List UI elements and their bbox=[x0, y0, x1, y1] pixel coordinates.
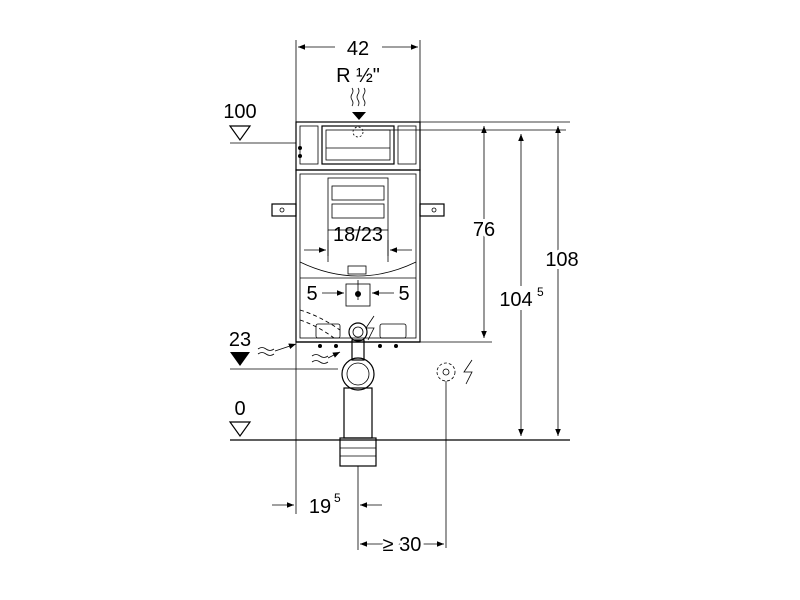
offset-right-label: 5 bbox=[398, 283, 409, 305]
level-23-marker: 23 bbox=[229, 329, 338, 370]
dim-76: 76 bbox=[420, 125, 498, 343]
dim-104-5-sup: 5 bbox=[537, 285, 544, 299]
level-100-marker: 100 bbox=[223, 101, 296, 144]
electrical-socket-icon bbox=[436, 359, 473, 548]
dim-42: 42 bbox=[295, 38, 421, 122]
cistern-frame bbox=[271, 121, 566, 348]
dim-76-label: 76 bbox=[473, 219, 495, 241]
dim-18-23: 18/23 bbox=[304, 224, 412, 256]
dim-42-label: 42 bbox=[347, 38, 369, 60]
level-23-label: 23 bbox=[229, 329, 251, 351]
dim-5-offsets: 5 5 bbox=[306, 280, 410, 305]
dim-104-5: 104 5 bbox=[496, 134, 550, 436]
dim-30-label: ≥ 30 bbox=[383, 534, 422, 556]
level-100-label: 100 bbox=[223, 101, 256, 123]
level-0-label: 0 bbox=[234, 398, 245, 420]
thread-label: R ½" bbox=[336, 65, 380, 87]
dim-108-label: 108 bbox=[545, 249, 578, 271]
dim-18-23-label: 18/23 bbox=[333, 224, 383, 246]
dim-104-5-label: 104 bbox=[499, 289, 532, 311]
dim-19-5-label: 19 bbox=[309, 496, 331, 518]
wastewater-icon bbox=[257, 343, 297, 356]
drain-pipe bbox=[311, 339, 377, 467]
level-0-marker: 0 bbox=[228, 398, 252, 438]
dim-19-5-sup: 5 bbox=[334, 491, 341, 505]
dim-30: ≥ 30 bbox=[360, 531, 444, 559]
water-supply-icon bbox=[350, 87, 366, 120]
dim-108: 108 bbox=[420, 121, 582, 436]
dim-19-5: 19 5 bbox=[272, 342, 382, 550]
offset-left-label: 5 bbox=[306, 283, 317, 305]
drain-inlet-icon bbox=[311, 351, 341, 364]
